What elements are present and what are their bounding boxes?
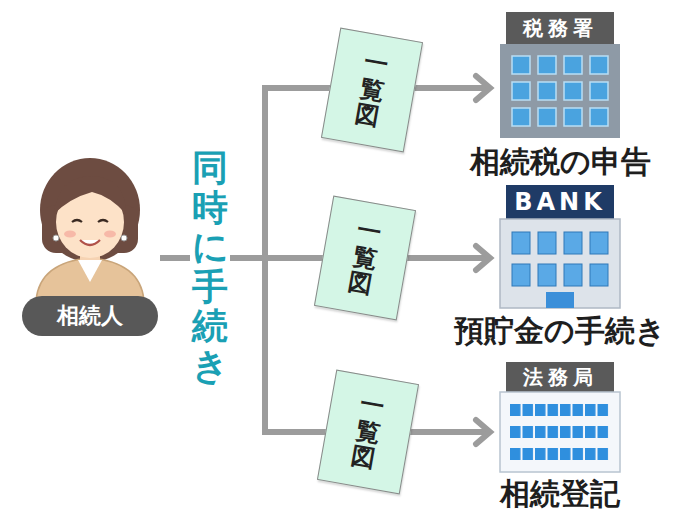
bank-building <box>500 185 620 308</box>
person-figure <box>36 158 144 300</box>
arrow-head <box>476 246 490 270</box>
tax-office: 税務署相続税の申告 <box>500 12 620 138</box>
bank: BANK預貯金の手続き <box>500 185 620 308</box>
procedure-caption: 預貯金の手続き <box>454 311 666 352</box>
vertical-label: 同時に手続き <box>190 146 230 388</box>
arrow-head <box>476 420 490 444</box>
document-title: 一覧図 <box>346 217 383 299</box>
heir-figure: 相続人 <box>20 150 160 340</box>
document-sheet: 一覧図 <box>314 196 416 321</box>
building-sign: BANK <box>500 185 620 219</box>
procedure-caption: 相続登記 <box>500 474 620 515</box>
document-title: 一覧図 <box>353 49 390 131</box>
legal-bureau: 法務局相続登記 <box>500 362 620 472</box>
building-sign: 法務局 <box>500 362 620 392</box>
legal-bureau-building <box>500 362 620 472</box>
tax-office-building <box>500 12 620 138</box>
building-sign: 税務署 <box>500 12 620 44</box>
procedure-caption: 相続税の申告 <box>470 142 651 183</box>
document-sheet: 一覧図 <box>321 28 423 153</box>
document-title: 一覧図 <box>349 391 386 473</box>
arrow-head <box>476 76 490 100</box>
role-label: 相続人 <box>22 296 158 336</box>
document-sheet: 一覧図 <box>317 370 419 495</box>
